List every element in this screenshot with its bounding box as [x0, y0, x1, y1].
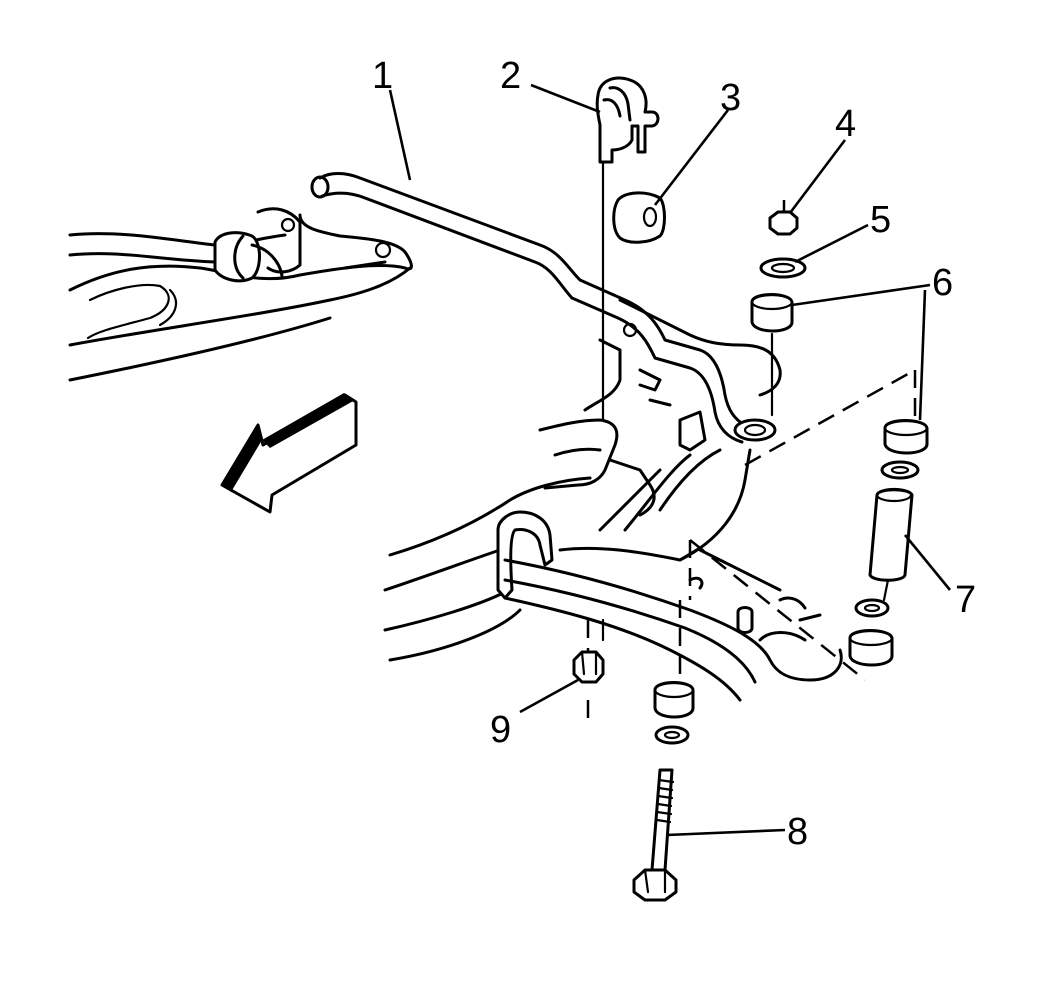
callout-leader-lines	[388, 83, 952, 837]
right-spacer-stack	[848, 419, 929, 667]
callout-8: 8	[787, 811, 808, 853]
callout-6-upper: 6	[932, 262, 953, 304]
callout-7: 7	[955, 579, 976, 621]
front-direction-arrow	[220, 393, 358, 514]
callout-5: 5	[870, 199, 891, 241]
center-frame-section	[383, 298, 843, 702]
part-2-bushing-clamp	[595, 76, 660, 642]
callout-9: 9	[490, 709, 511, 751]
callout-1: 1	[372, 55, 393, 97]
bottom-bolt-stack	[572, 650, 695, 902]
upper-link-stack	[733, 210, 807, 442]
callout-3: 3	[720, 77, 741, 119]
part-3-bushing	[612, 191, 666, 244]
callout-2: 2	[500, 55, 521, 97]
left-frame-section	[68, 207, 413, 382]
callout-labels: 1 2 3 4 5 6 6 7 8 9	[372, 55, 976, 853]
stabilizer-bar	[310, 172, 747, 444]
callout-4: 4	[835, 103, 856, 145]
